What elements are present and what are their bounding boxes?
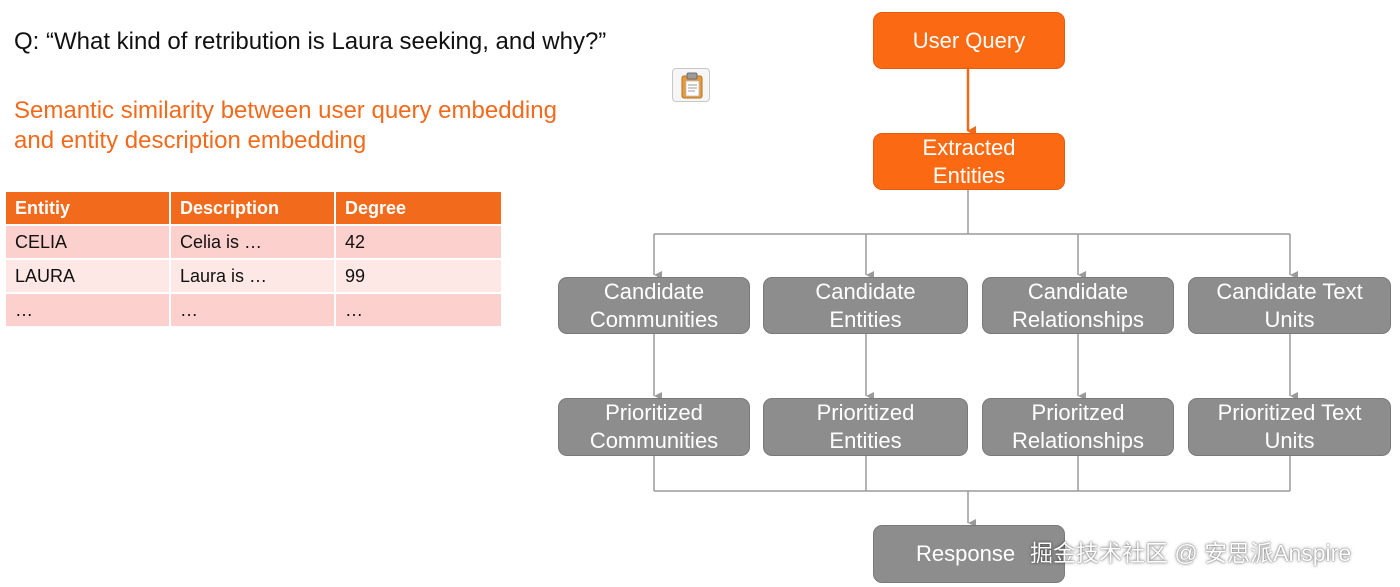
prioritized-text-units-line-2: Units — [1264, 428, 1315, 453]
semantic-note-line-2: and entity description embedding — [14, 127, 367, 154]
candidate-communities-node: Candidate Communities — [558, 277, 750, 334]
response-label: Response — [916, 541, 1016, 566]
table-cell-entity: CELIA — [6, 226, 169, 258]
table-row: LAURA Laura is … 99 — [6, 260, 501, 292]
prioritized-communities-line-2: Communities — [589, 428, 719, 453]
clipboard-button[interactable] — [672, 68, 710, 102]
candidate-relationships-node: Candidate Relationships — [982, 277, 1174, 334]
table-cell-description: Laura is … — [171, 260, 334, 292]
extracted-entities-label-line-2: Entities — [932, 162, 1006, 188]
response-node: Response — [873, 525, 1065, 583]
semantic-similarity-note: Semantic similarity between user query e… — [14, 96, 634, 156]
candidate-relationships-line-1: Candidate — [1027, 278, 1129, 304]
table-header-description: Description — [171, 192, 334, 224]
clipboard-icon — [681, 72, 703, 99]
table-cell-degree: 42 — [336, 226, 501, 258]
table-cell-degree: … — [336, 294, 501, 326]
table-row: … … … — [6, 294, 501, 326]
prioritized-relationships-node: Prioritzed Relationships — [982, 398, 1174, 456]
prioritized-entities-node: Prioritized Entities — [763, 398, 968, 456]
candidate-entities-node: Candidate Entities — [763, 277, 968, 334]
prioritized-communities-line-1: Prioritized — [605, 400, 703, 425]
table-cell-description: Celia is … — [171, 226, 334, 258]
table-header-degree: Degree — [336, 192, 501, 224]
candidate-entities-line-1: Candidate — [815, 278, 916, 304]
prioritized-communities-node: Prioritized Communities — [558, 398, 750, 456]
semantic-note-line-1: Semantic similarity between user query e… — [14, 97, 557, 124]
prioritized-entities-line-2: Entities — [829, 428, 902, 453]
table-cell-entity: LAURA — [6, 260, 169, 292]
table-header-row: Entitiy Description Degree — [6, 192, 501, 224]
user-query-label: User Query — [912, 27, 1026, 53]
extracted-entities-label-line-1: Extracted — [922, 134, 1016, 160]
table-row: CELIA Celia is … 42 — [6, 226, 501, 258]
prioritized-relationships-line-2: Relationships — [1011, 428, 1145, 453]
table-cell-degree: 99 — [336, 260, 501, 292]
prioritized-text-units-node: Prioritized Text Units — [1188, 398, 1391, 456]
watermark-text: 掘金技术社区 @ 安思派Anspire — [1030, 540, 1352, 566]
prioritized-text-units-line-1: Prioritized Text — [1217, 400, 1362, 425]
table-cell-description: … — [171, 294, 334, 326]
table-cell-entity: … — [6, 294, 169, 326]
user-query-node: User Query — [873, 12, 1065, 69]
prioritized-entities-line-1: Prioritized — [816, 400, 915, 425]
candidate-text-units-line-2: Units — [1264, 306, 1315, 332]
entity-table: Entitiy Description Degree CELIA Celia i… — [4, 190, 503, 328]
candidate-text-units-node: Candidate Text Units — [1188, 277, 1391, 334]
prioritized-relationships-line-1: Prioritzed — [1031, 400, 1125, 425]
candidate-text-units-line-1: Candidate Text — [1216, 278, 1363, 304]
candidate-relationships-line-2: Relationships — [1011, 306, 1145, 332]
candidate-communities-line-1: Candidate — [603, 278, 705, 304]
candidate-entities-line-2: Entities — [829, 306, 902, 332]
candidate-communities-line-2: Communities — [589, 306, 719, 332]
extracted-entities-node: Extracted Entities — [873, 133, 1065, 190]
question-text: Q: “What kind of retribution is Laura se… — [14, 28, 607, 55]
table-header-entity: Entitiy — [6, 192, 169, 224]
